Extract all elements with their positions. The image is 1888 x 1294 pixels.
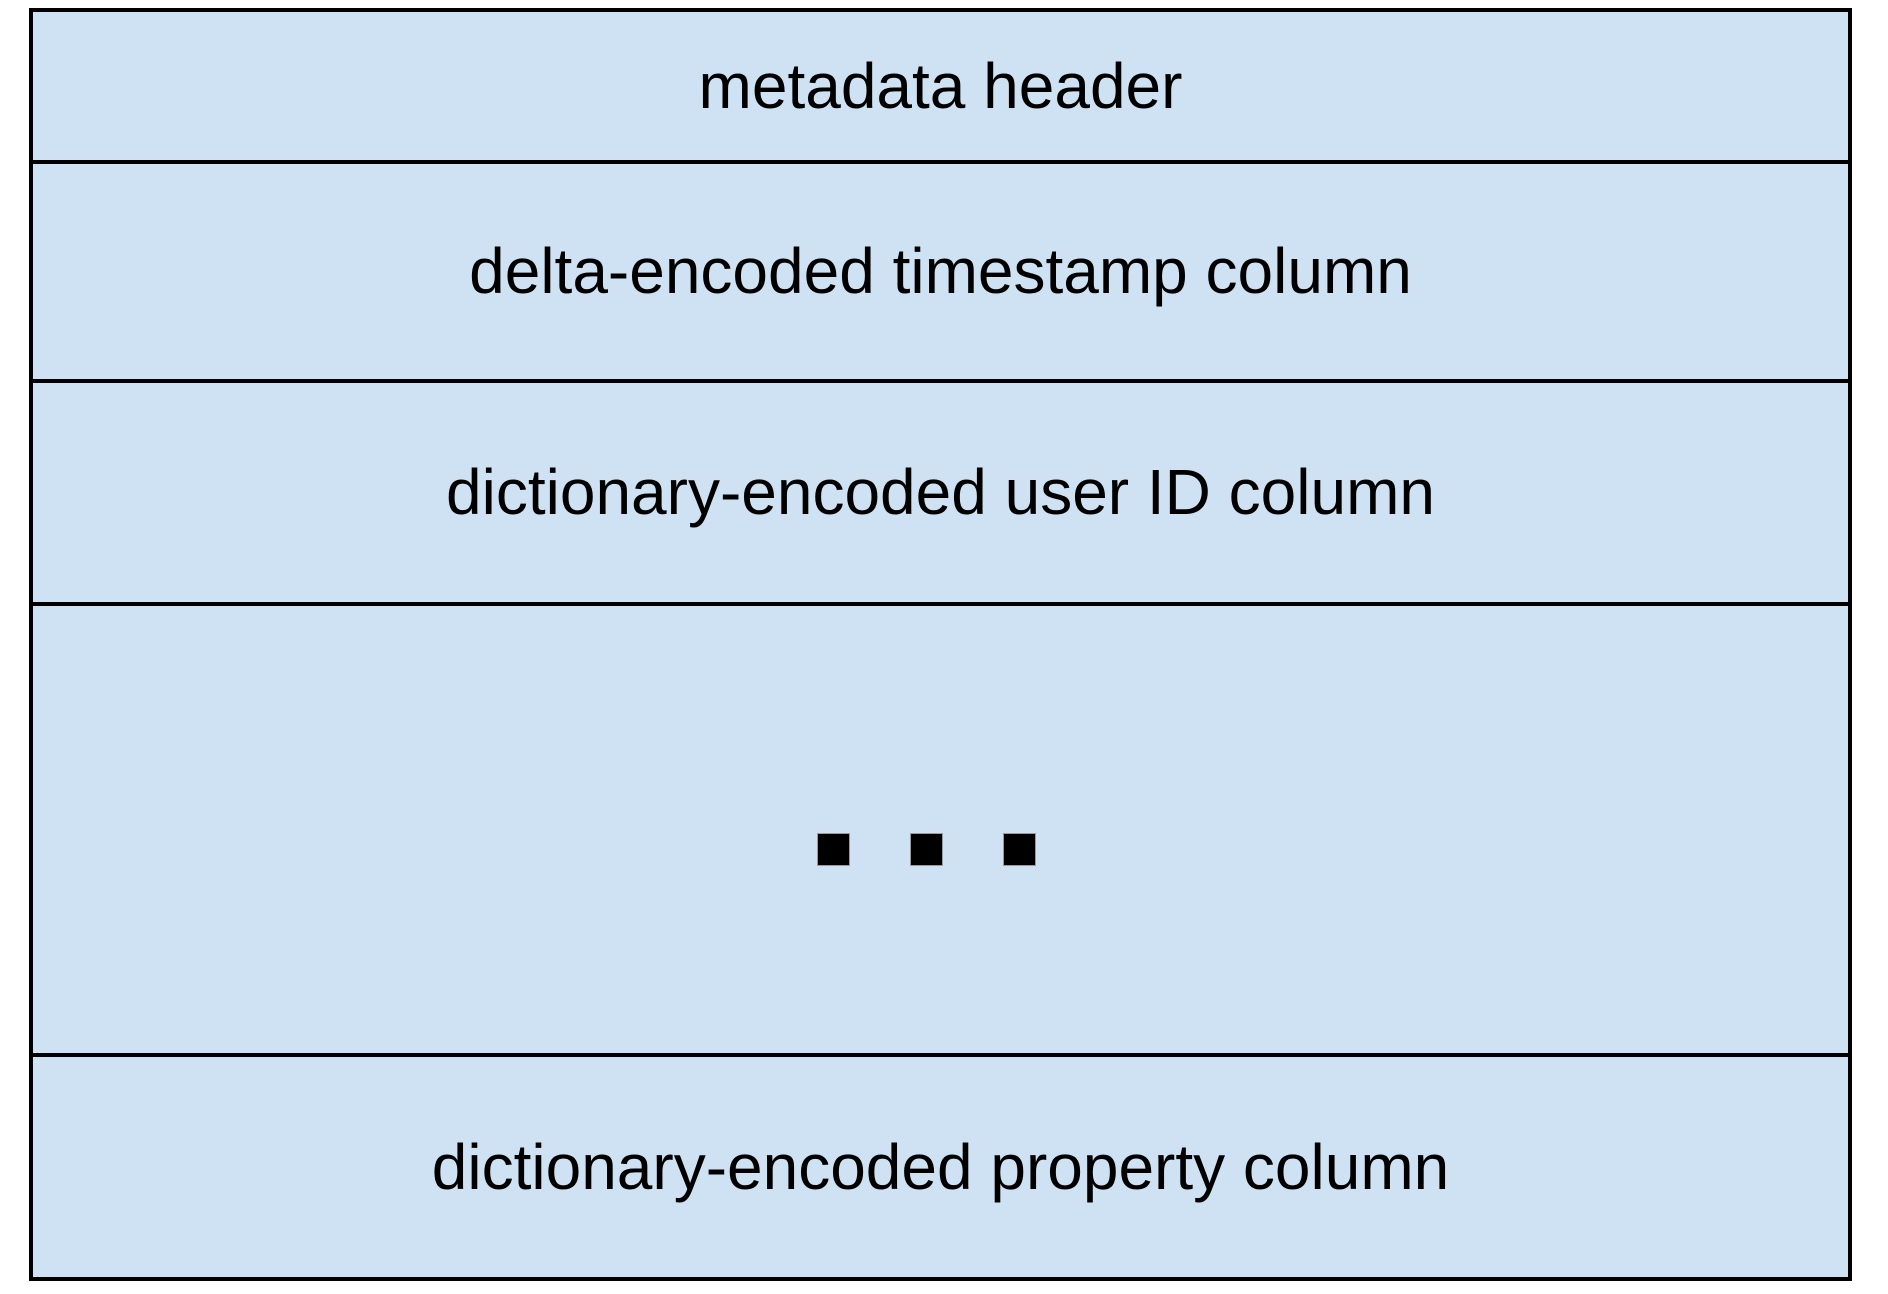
row-label: dictionary-encoded user ID column [446,456,1435,529]
row-metadata-header: metadata header [33,12,1848,164]
ellipsis-icon [817,833,1036,866]
ellipsis-square-icon [1003,833,1036,866]
row-more-columns [33,606,1848,1057]
ellipsis-square-icon [910,833,943,866]
row-label: delta-encoded timestamp column [469,235,1412,308]
ellipsis-square-icon [817,833,850,866]
row-label: metadata header [698,49,1183,122]
row-timestamp-column: delta-encoded timestamp column [33,164,1848,383]
row-property-column: dictionary-encoded property column [33,1057,1848,1277]
row-user-id-column: dictionary-encoded user ID column [33,383,1848,606]
file-layout-stack: metadata header delta-encoded timestamp … [29,8,1852,1281]
row-label: dictionary-encoded property column [431,1130,1450,1203]
